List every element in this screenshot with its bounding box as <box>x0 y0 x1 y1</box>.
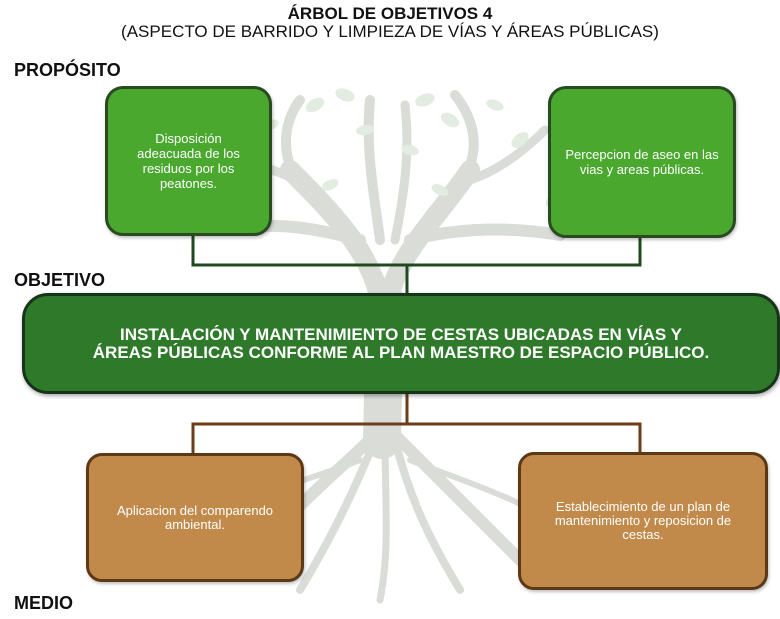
objective-text-line-2: ÁREAS PÚBLICAS CONFORME AL PLAN MAESTRO … <box>92 342 710 362</box>
diagram-title: ÁRBOL DE OBJETIVOS 4 <box>287 4 493 23</box>
diagram-subtitle: (ASPECTO DE BARRIDO Y LIMPIEZA DE VÍAS Y… <box>121 22 659 41</box>
purpose-section-label: PROPÓSITO <box>14 60 121 80</box>
objective-section-label: OBJETIVO <box>14 270 106 290</box>
purpose-connector <box>191 234 642 295</box>
objective-text-line-1: INSTALACIÓN Y MANTENIMIENTO DE CESTAS UB… <box>119 324 682 344</box>
means-box-2: Establecimiento de un plan de mantenimie… <box>518 452 768 590</box>
means-box-1: Aplicacion del comparendo ambiental. <box>86 453 304 582</box>
purpose-box-2: Percepcion de aseo en las vias y areas p… <box>548 86 736 238</box>
means-connector <box>191 394 642 455</box>
means-section-label: MEDIO <box>14 593 74 613</box>
purpose-box-1: Disposición adeacuada de los residuos po… <box>105 86 272 236</box>
objective-box: INSTALACIÓN Y MANTENIMIENTO DE CESTAS UB… <box>22 293 780 394</box>
